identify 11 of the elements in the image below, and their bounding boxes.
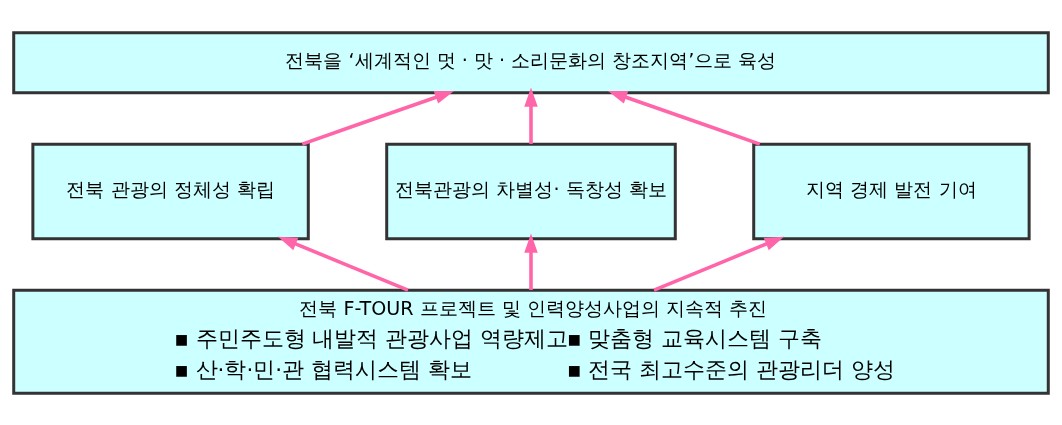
node-box: 전북 관광의 정체성 확립 xyxy=(31,142,310,240)
arrow xyxy=(278,236,409,292)
arrow xyxy=(301,90,455,146)
node-box: 지역 경제 발전 기여 xyxy=(752,142,1031,240)
arrow xyxy=(653,236,784,292)
arrow xyxy=(607,90,761,146)
node-box: 전북 F-TOUR 프로젝트 및 인력양성사업의 지속적 추진 ▪ 주민주도형 내발적 관광사업 역량제고▪ 맞춤형 교육시스템 구축 ▪ 산·학·민·관 협력시스템 확보 ▪ 전국 최고수준의 관광리더 양성 xyxy=(12,288,1050,395)
node-box: 전북을 ‘세계적인 멋 · 맛 · 소리문화의 창조지역’으로 육성 xyxy=(12,30,1050,94)
arrow xyxy=(524,233,538,290)
arrow xyxy=(524,87,538,144)
node-box: 전북관광의 차별성· 독창성 확보 xyxy=(385,142,677,240)
